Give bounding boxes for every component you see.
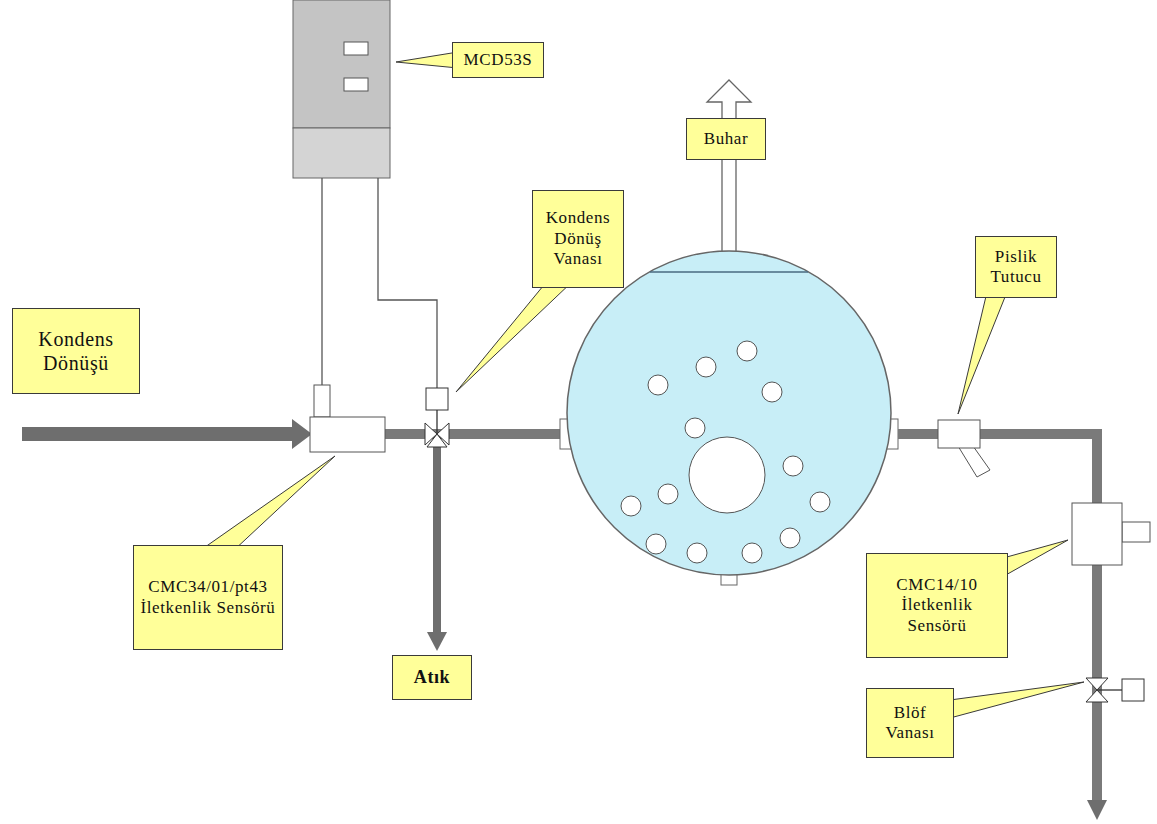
callout-pointers [198, 52, 1084, 718]
device-callout: Pislik Tutucu [975, 236, 1057, 298]
device-callout: MCD53S [452, 42, 544, 78]
sensor-callout: CMC34/01/pt43 İletkenlik Sensörü [133, 545, 283, 650]
flow-arrow [22, 419, 312, 449]
callout-pointer [958, 292, 1007, 414]
smoke-tube [783, 456, 803, 476]
sensor-stub [314, 385, 330, 417]
sensor-tee [310, 417, 385, 452]
water-level [650, 271, 808, 272]
flow-arrowhead [427, 632, 447, 651]
callout-pointer [396, 52, 458, 68]
boiler-shell [567, 251, 891, 575]
smoke-tube [687, 543, 707, 563]
node-label: Kondens Dönüş Vanası [538, 208, 618, 269]
valve-symbol [427, 434, 447, 447]
callout-pointer [950, 682, 1084, 718]
callout-pointer [198, 456, 335, 552]
smoke-tubes [621, 341, 830, 563]
signal-wire [378, 178, 437, 388]
controller-body [293, 0, 390, 128]
strainer-leg [958, 446, 990, 477]
valve-symbol [1086, 678, 1108, 690]
steam-arrow [707, 80, 751, 252]
flow-label: Atık [392, 655, 472, 700]
sensor-tee [1072, 503, 1122, 565]
controller-base [293, 128, 390, 178]
strainer [938, 420, 980, 448]
pipe [380, 429, 565, 439]
furnace-tube [689, 437, 765, 513]
smoke-tube [658, 484, 678, 504]
device-callout: Kondens Dönüş Vanası [532, 190, 624, 288]
flow-label: Buhar [686, 118, 766, 160]
valve-stem [436, 410, 437, 434]
sensor-callout: CMC14/10 İletkenlik Sensörü [866, 553, 1008, 658]
smoke-tube [742, 543, 762, 563]
smoke-tube [780, 528, 800, 548]
valve-actuator [426, 388, 448, 410]
device-callout: Blöf Vanası [866, 688, 954, 758]
smoke-tube [810, 492, 830, 512]
controller-display [344, 78, 368, 91]
smoke-tube [737, 341, 757, 361]
node-label: CMC14/10 İletkenlik Sensörü [872, 575, 1002, 636]
signal-wire [321, 178, 322, 385]
waste-pipe [433, 444, 441, 633]
valve-symbol [1086, 690, 1108, 702]
node-label: Buhar [704, 129, 749, 149]
smoke-tube [696, 357, 716, 377]
node-label: Atık [414, 667, 450, 689]
valve-stem [1097, 689, 1122, 690]
flow-label: Kondens Dönüşü [12, 308, 140, 394]
node-label: CMC34/01/pt43 İletkenlik Sensörü [139, 577, 277, 618]
node-label: Pislik Tutucu [981, 247, 1051, 288]
flow-arrowhead [1087, 800, 1107, 820]
node-label: Blöf Vanası [872, 703, 948, 744]
sensor-stub [1122, 522, 1150, 542]
node-label: Kondens Dönüşü [18, 327, 134, 375]
smoke-tube [646, 534, 666, 554]
smoke-tube [762, 382, 782, 402]
node-label: MCD53S [464, 50, 533, 70]
smoke-tube [685, 418, 705, 438]
callout-pointer [456, 280, 574, 392]
smoke-tube [621, 496, 641, 516]
valve-actuator [1122, 679, 1144, 701]
smoke-tube [648, 375, 668, 395]
controller-display [344, 42, 368, 55]
